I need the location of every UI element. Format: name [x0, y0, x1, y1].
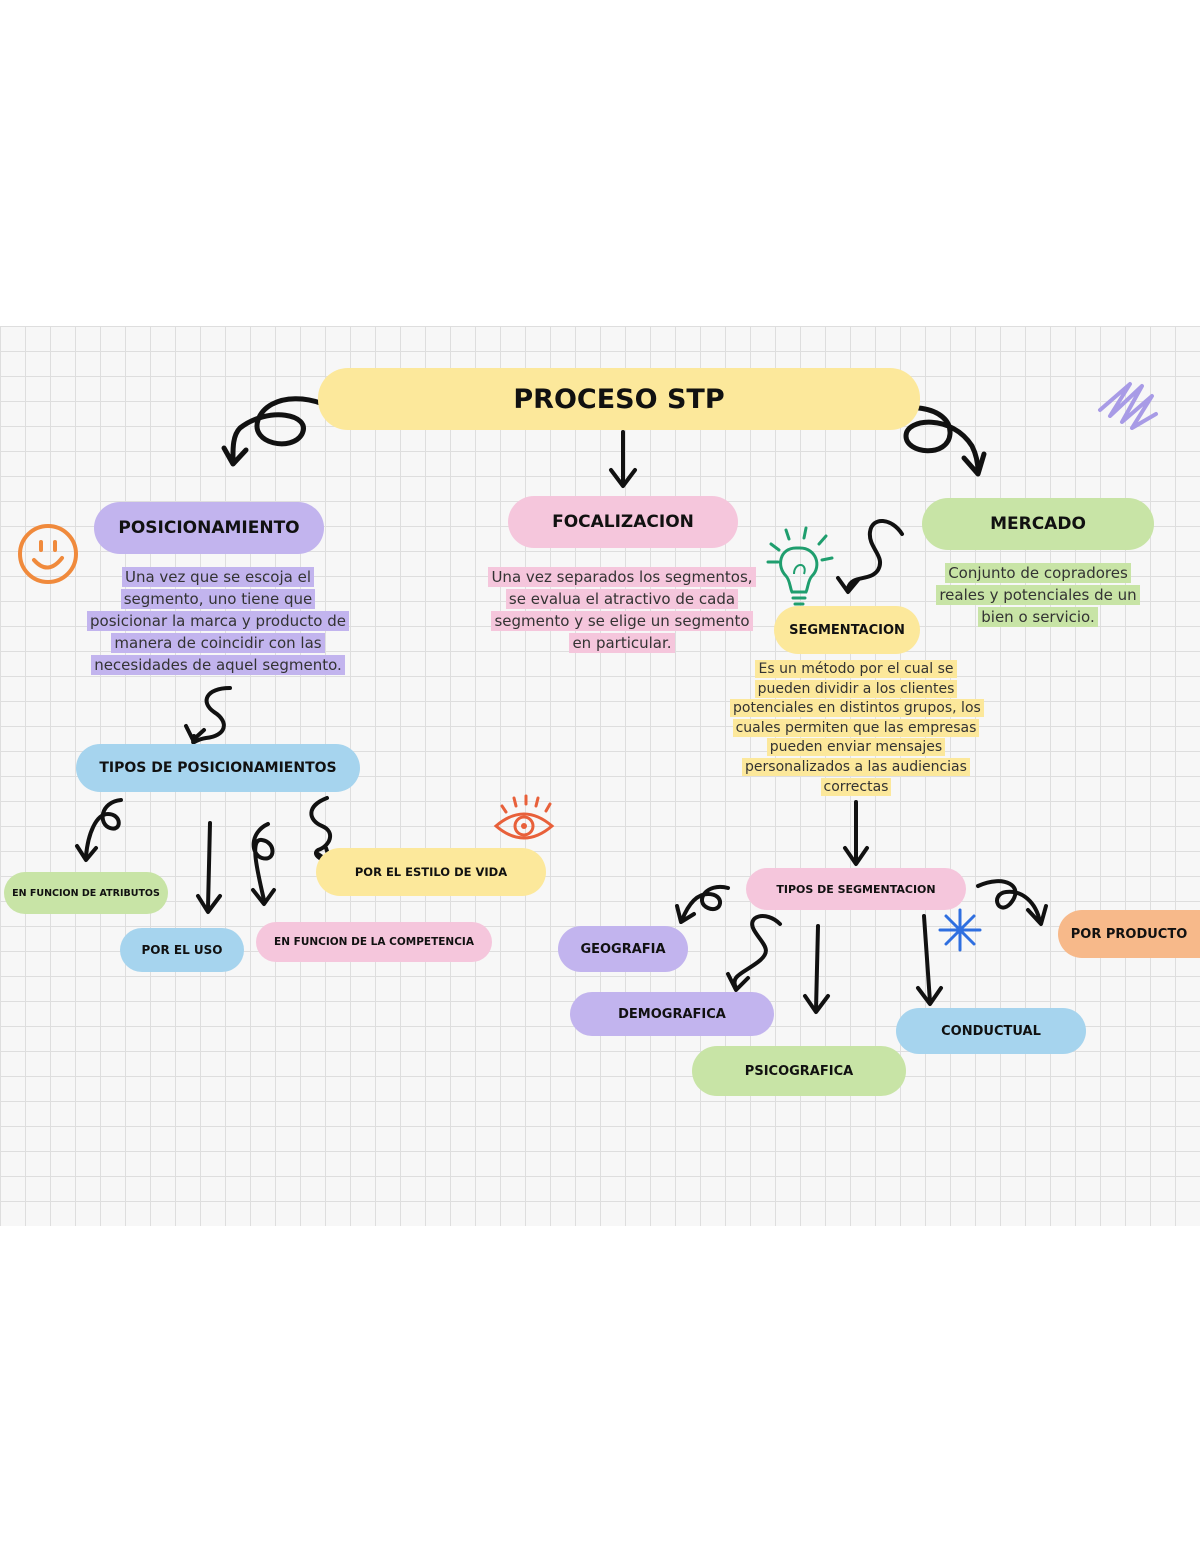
arrow-to-segmentacion [846, 519, 904, 590]
arrow-to-conductual [922, 914, 932, 1004]
posicionamiento-item-uso: POR EL USO [120, 928, 244, 972]
item-label: POR EL ESTILO DE VIDA [354, 865, 508, 879]
segmentacion-item-psicografica: PSICOGRAFICA [692, 1046, 906, 1096]
segmentacion-title: SEGMENTACION [789, 622, 905, 638]
focalizacion-node: FOCALIZACION [508, 496, 738, 548]
scribble-icon [1098, 382, 1158, 430]
item-label: POR EL USO [141, 943, 223, 957]
lightbulb-icon [766, 526, 834, 606]
arrow-posicionamiento-to-tipos [191, 686, 232, 745]
arrow-to-uso [206, 821, 212, 910]
item-label: EN FUNCION DE LA COMPETENCIA [274, 936, 474, 948]
arrow-to-competencia [251, 822, 275, 902]
arrow-to-estilo-vida [309, 796, 333, 864]
focalizacion-description: Una vez separados los segmentos, se eval… [488, 567, 756, 653]
eye-icon [493, 794, 555, 840]
arrow-root-to-posicionamiento [230, 396, 348, 465]
sparkle-icon [938, 908, 982, 952]
item-label: GEOGRAFIA [580, 941, 666, 957]
mercado-title: MERCADO [990, 514, 1086, 534]
concept-map-board: PROCESO STP POSICIONAMIENTO Una vez que … [0, 326, 1200, 1226]
item-label: DEMOGRAFICA [618, 1006, 726, 1022]
item-label: CONDUCTUAL [941, 1023, 1041, 1039]
segmentacion-item-demografica: DEMOGRAFICA [570, 992, 774, 1036]
focalizacion-title: FOCALIZACION [552, 512, 694, 532]
posicionamiento-node: POSICIONAMIENTO [94, 502, 324, 554]
posicionamiento-item-competencia: EN FUNCION DE LA COMPETENCIA [256, 922, 492, 962]
mercado-node: MERCADO [922, 498, 1154, 550]
item-label: EN FUNCION DE ATRIBUTOS [12, 887, 160, 899]
connectors-layer [18, 382, 1158, 1014]
mercado-description-box: Conjunto de copradores reales y potencia… [934, 562, 1142, 628]
segmentacion-node: SEGMENTACION [774, 606, 920, 654]
segmentacion-description: Es un método por el cual se pueden divid… [730, 660, 984, 796]
arrow-to-atributos [84, 798, 123, 858]
posicionamiento-description: Una vez que se escoja el segmento, uno t… [87, 567, 349, 675]
arrow-to-geografia [680, 884, 730, 922]
arrow-root-to-mercado [865, 405, 981, 475]
tipos-posicionamiento-title: TIPOS DE POSICIONAMIENTOS [99, 760, 337, 776]
root-title: PROCESO STP [513, 383, 725, 415]
posicionamiento-title: POSICIONAMIENTO [118, 518, 300, 538]
segmentacion-description-box: Es un método por el cual se pueden divid… [730, 660, 984, 797]
posicionamiento-description-box: Una vez que se escoja el segmento, uno t… [82, 566, 354, 676]
tipos-segmentacion-node: TIPOS DE SEGMENTACION [746, 868, 966, 910]
arrow-to-psicografica [814, 924, 820, 1012]
mercado-description: Conjunto de copradores reales y potencia… [936, 563, 1140, 627]
focalizacion-description-box: Una vez separados los segmentos, se eval… [486, 566, 758, 654]
smiley-icon [18, 524, 78, 584]
segmentacion-item-geografia: GEOGRAFIA [558, 926, 688, 972]
segmentacion-item-por-producto: POR PRODUCTO [1058, 910, 1200, 958]
item-label: PSICOGRAFICA [744, 1063, 854, 1079]
tipos-posicionamiento-node: TIPOS DE POSICIONAMIENTOS [76, 744, 360, 792]
segmentacion-item-conductual: CONDUCTUAL [896, 1008, 1086, 1054]
root-node: PROCESO STP [318, 368, 920, 430]
item-label: POR PRODUCTO [1070, 926, 1188, 942]
arrow-to-demografica [732, 914, 782, 990]
arrow-to-por-producto [976, 879, 1042, 924]
tipos-segmentacion-title: TIPOS DE SEGMENTACION [776, 882, 936, 896]
posicionamiento-item-estilo-vida: POR EL ESTILO DE VIDA [316, 848, 546, 896]
posicionamiento-item-atributos: EN FUNCION DE ATRIBUTOS [4, 872, 168, 914]
